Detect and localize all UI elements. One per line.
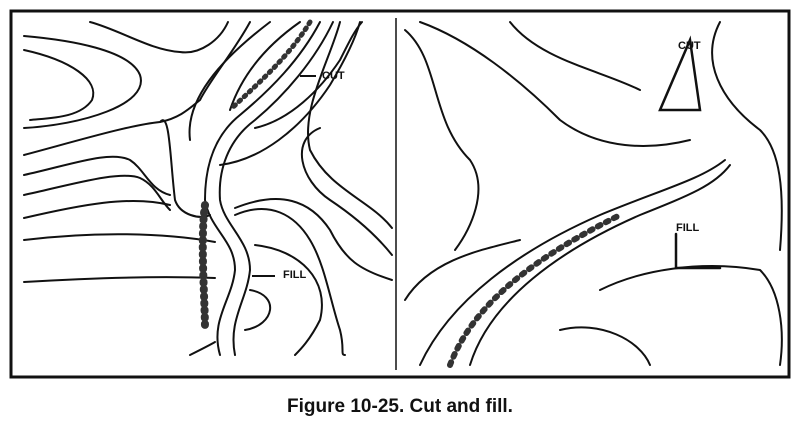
right-cut-label: CUT: [678, 40, 701, 52]
railroad-landscape-illustration: [404, 21, 783, 368]
road-on-map: [198, 19, 334, 356]
cut-and-fill-figure: [9, 9, 791, 379]
left-cut-label: CUT: [322, 70, 345, 82]
contour-map: [23, 21, 393, 356]
left-fill-label: FILL: [283, 269, 307, 281]
figure-caption: Figure 10-25. Cut and fill.: [287, 396, 513, 417]
right-fill-label: FILL: [676, 222, 700, 234]
